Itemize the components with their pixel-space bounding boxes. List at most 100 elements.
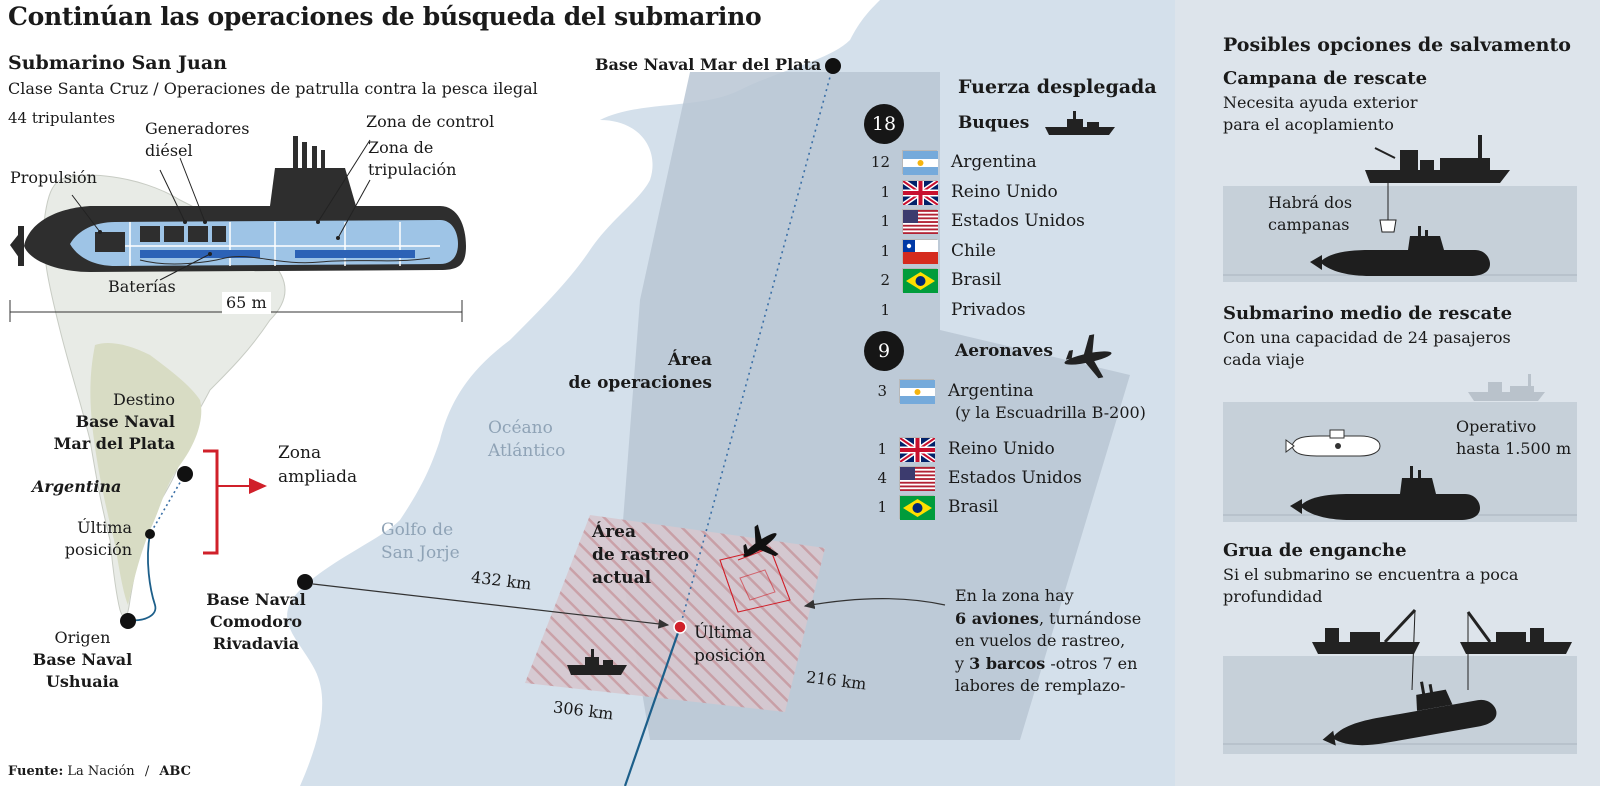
aircraft-country: Brasil — [948, 497, 999, 517]
minimap-origen-base: Base Naval Ushuaia — [32, 650, 133, 691]
minimap-destino-base: Base Naval Mar del Plata — [53, 412, 175, 453]
source-sep: / — [144, 764, 150, 779]
page-title: Continúan las operaciones de búsqueda de… — [8, 2, 762, 31]
zone-note-line-4: y 3 barcos -otros 7 en — [955, 653, 1141, 676]
aircraft-count-badge: 9 — [864, 331, 904, 371]
minimap-ultima: Última posición — [64, 518, 132, 559]
zone-note-text: y — [955, 653, 970, 673]
aircraft-country: Estados Unidos — [948, 468, 1082, 488]
flag-us-icon — [899, 466, 935, 492]
zone-note-line-2: 6 aviones, turnándose — [955, 608, 1141, 631]
flag-uk-icon — [901, 178, 940, 207]
minimap-origen: Origen — [54, 628, 111, 647]
flag-cl-icon — [902, 238, 938, 264]
flag-us-icon — [902, 209, 938, 235]
note-arrow — [803, 598, 946, 610]
argentina-shape — [90, 343, 202, 605]
minimap-route-solid — [127, 533, 157, 622]
ships-country: Privados — [951, 299, 1026, 320]
submarine-length: 65 m — [222, 292, 271, 314]
label-control-zone: Zona de control — [366, 112, 495, 131]
aircraft-label: Aeronaves — [955, 341, 1053, 361]
ultima-posicion-label: Última posición — [694, 623, 766, 666]
rescue-sub-3 — [1322, 681, 1497, 746]
bell-title: Campana de rescate — [1223, 68, 1428, 89]
rescue-sub-desc: Con una capacidad de 24 pasajeros cada v… — [1223, 328, 1511, 369]
ships-label: Buques — [958, 113, 1030, 133]
flag-br-icon — [902, 268, 938, 293]
ships-country: Brasil — [951, 270, 1002, 290]
distance-arrow-432 — [312, 583, 670, 629]
aircraft-row: 1 Reino Unido — [867, 435, 1055, 465]
rescue-title: Posibles opciones de salvamento — [1223, 34, 1571, 56]
bell-desc: Necesita ayuda exterior para el acoplami… — [1223, 93, 1418, 134]
crane-ship-2 — [1460, 611, 1572, 690]
rescue-sub-1 — [1310, 226, 1490, 276]
aircraft-country: Argentina — [948, 381, 1034, 401]
minimap-argentina: Argentina — [32, 477, 122, 496]
rescue-sub-2 — [1290, 466, 1480, 520]
rescue-minisub-icon — [1285, 429, 1381, 457]
flag-br-icon — [899, 495, 935, 520]
last-position-marker — [673, 620, 687, 634]
flag-placeholder — [902, 298, 937, 322]
bell-note: Habrá dos campanas — [1268, 193, 1353, 234]
ships-count: 1 — [880, 241, 890, 260]
flag-uk-icon — [898, 435, 937, 465]
zone-note-line-3: en vuelos de rastreo, — [955, 631, 1126, 650]
rescue-sub-title: Submarino medio de rescate — [1223, 303, 1513, 324]
minimap-last-dot — [145, 529, 155, 539]
aircraft-count: 4 — [877, 469, 887, 487]
area-rastreo-label: Área de rastreo actual — [592, 522, 690, 588]
zone-note-line-5: labores de remplazo- — [955, 676, 1126, 695]
aircraft-argentina-note: (y la Escuadrilla B-200) — [955, 403, 1146, 422]
rescue-sub-note: Operativo hasta 1.500 m — [1456, 417, 1572, 458]
aircraft-row: 4 Estados Unidos — [867, 465, 1082, 492]
faded-ship-icon — [1468, 374, 1545, 401]
ships-country: Estados Unidos — [951, 211, 1085, 231]
zone-note: En la zona hay 6 aviones, turnándose en … — [955, 585, 1141, 698]
aircraft-count: 1 — [877, 498, 887, 516]
label-propulsion: Propulsión — [10, 168, 97, 187]
zone-note-line-1: En la zona hay — [955, 586, 1074, 605]
zona-bracket — [203, 449, 219, 555]
source-b: ABC — [159, 764, 192, 779]
area-operaciones-label: Área de operaciones — [568, 350, 712, 393]
ships-row: 2 Brasil — [870, 267, 1001, 293]
ships-count: 1 — [880, 182, 890, 201]
ships-country: Reino Unido — [951, 181, 1058, 202]
minimap-origen-dot — [120, 613, 136, 629]
submarine-class: Clase Santa Cruz / Operaciones de patrul… — [8, 79, 538, 98]
zone-note-text: , turnándose — [1038, 608, 1142, 628]
base-comodoro-label: Base Naval Comodoro Rivadavia — [206, 590, 306, 653]
route-dotted — [679, 65, 834, 628]
plane-icon — [1064, 334, 1112, 379]
aircraft-count: 1 — [877, 440, 887, 458]
label-batteries: Baterías — [108, 277, 176, 296]
ships-count-badge: 18 — [864, 104, 904, 144]
ships-count: 2 — [880, 271, 890, 289]
submarine-name: Submarino San Juan — [8, 52, 227, 74]
flag-ar-icon — [899, 379, 935, 404]
source-label: Fuente: — [8, 764, 64, 779]
ships-row: 1 Reino Unido — [870, 178, 1058, 207]
oceano-label: Océano Atlántico — [488, 418, 566, 461]
submarine-crew: 44 tripulantes — [8, 109, 116, 127]
source-line: Fuente: La Nación / ABC — [8, 764, 191, 779]
crane-title: Grua de enganche — [1223, 540, 1407, 561]
crane-ship-1 — [1312, 608, 1420, 691]
ship-map-icon — [567, 649, 627, 675]
label-generators: Generadores diésel — [145, 119, 250, 160]
ships-country: Argentina — [951, 152, 1037, 172]
aircraft-row: 1 Brasil — [867, 494, 998, 520]
ship-icon — [1045, 111, 1115, 135]
golfo-label: Golfo de San Jorje — [381, 520, 460, 563]
submarine-cutaway — [10, 136, 466, 272]
minimap-route-dotted — [149, 473, 186, 535]
aircraft-country: Reino Unido — [948, 439, 1055, 459]
route-solid — [623, 626, 682, 786]
